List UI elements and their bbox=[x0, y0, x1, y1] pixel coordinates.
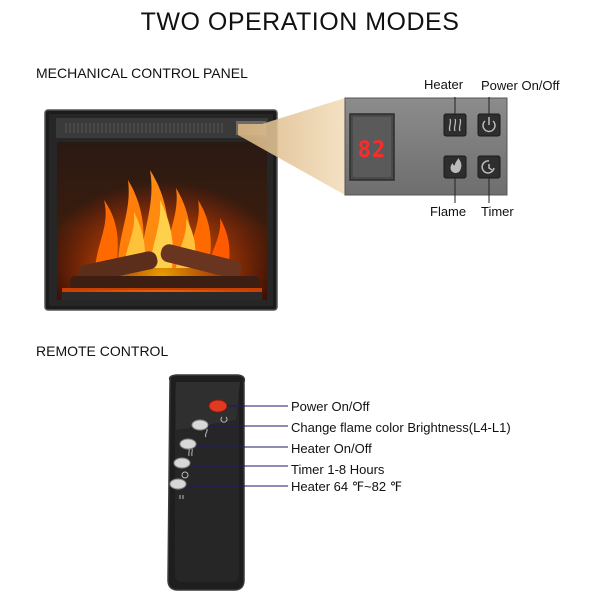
flame-panel-icon bbox=[450, 158, 462, 173]
remote-label-power: Power On/Off bbox=[291, 399, 370, 414]
heater-button-label: Heater bbox=[424, 77, 464, 92]
fireplace bbox=[44, 109, 278, 311]
remote-label-flame: Change flame color Brightness(L4-L1) bbox=[291, 420, 511, 435]
heater-panel-icon bbox=[448, 118, 462, 132]
remote-illustration bbox=[167, 374, 288, 591]
logs bbox=[62, 244, 262, 300]
remote-label-heater: Heater On/Off bbox=[291, 441, 372, 456]
page-title: TWO OPERATION MODES bbox=[140, 8, 460, 36]
timer-panel-icon bbox=[481, 160, 495, 174]
mechanical-panel-heading: MECHANICAL CONTROL PANEL bbox=[36, 65, 248, 81]
control-panel bbox=[344, 97, 508, 203]
temperature-display: 82 bbox=[357, 138, 387, 163]
remote-control-heading: REMOTE CONTROL bbox=[36, 343, 169, 359]
timer-button-label: Timer bbox=[481, 204, 514, 219]
remote-label-timer: Timer 1-8 Hours bbox=[291, 462, 385, 477]
power-panel-icon bbox=[482, 117, 496, 133]
power-button-label: Power On/Off bbox=[481, 78, 560, 93]
remote-label-temperature: Heater 64 ℉~82 ℉ bbox=[291, 479, 403, 494]
flame-button-label: Flame bbox=[430, 204, 467, 219]
